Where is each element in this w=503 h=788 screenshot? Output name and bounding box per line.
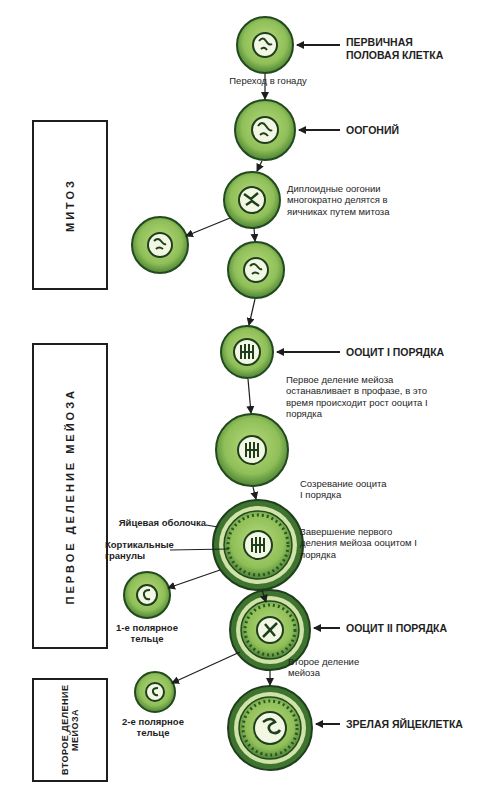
description-text: Второе деление мейоза [288, 656, 368, 679]
stage-label: 2-е полярное тельце [118, 716, 188, 739]
stage-label: Кортикальные гранулы [105, 539, 180, 562]
primary-oocyte [221, 326, 273, 378]
description-text: Переход в гонаду [213, 75, 323, 86]
stage-label: ООГОНИЙ [346, 124, 466, 137]
mature-oocyte [213, 500, 303, 590]
description-text: Созревание ооцита I порядка [300, 478, 390, 501]
stage-title: ВТОРОЕ ДЕЛЕНИЕ МЕЙОЗА [60, 684, 81, 776]
stage-label: 1-е полярное тельце [112, 622, 182, 645]
stage-label: ООЦИТ II ПОРЯДКА [346, 622, 496, 635]
stage-label: ЗРЕЛАЯ ЯЙЦЕКЛЕТКА [346, 718, 496, 731]
flow-arrows [168, 74, 270, 685]
stage-title: МИТОЗ [64, 178, 77, 232]
dividing-oogonium [224, 172, 280, 228]
mature-egg [228, 686, 312, 770]
stage-title: ПЕРВОЕ ДЕЛЕНИЕ МЕЙОЗА [64, 388, 77, 604]
daughter-oogonium [228, 242, 284, 298]
stage-box: ВТОРОЕ ДЕЛЕНИЕ МЕЙОЗА [32, 678, 108, 782]
leader-lines [170, 525, 229, 550]
description-text: Завершение первого деления мейоза ооцито… [300, 526, 420, 560]
oogonium-cell [235, 100, 295, 160]
polar-body [124, 572, 170, 618]
description-text: Диплоидные оогонии многократно делятся в… [287, 183, 402, 217]
primordial-cell [237, 17, 293, 73]
stage-box: ПЕРВОЕ ДЕЛЕНИЕ МЕЙОЗА [32, 343, 108, 649]
growing-oocyte [216, 414, 288, 486]
description-text: Первое деление мейоза останавливает в пр… [286, 374, 436, 420]
stage-box: МИТОЗ [32, 120, 108, 290]
stage-label: ООЦИТ I ПОРЯДКА [346, 346, 496, 359]
stage-label: Яйцевая оболочка [110, 517, 206, 528]
daughter-oogonium [132, 217, 188, 273]
stage-label: ПЕРВИЧНАЯ ПОЛОВАЯ КЛЕТКА [346, 36, 461, 61]
polar-body [135, 672, 175, 712]
